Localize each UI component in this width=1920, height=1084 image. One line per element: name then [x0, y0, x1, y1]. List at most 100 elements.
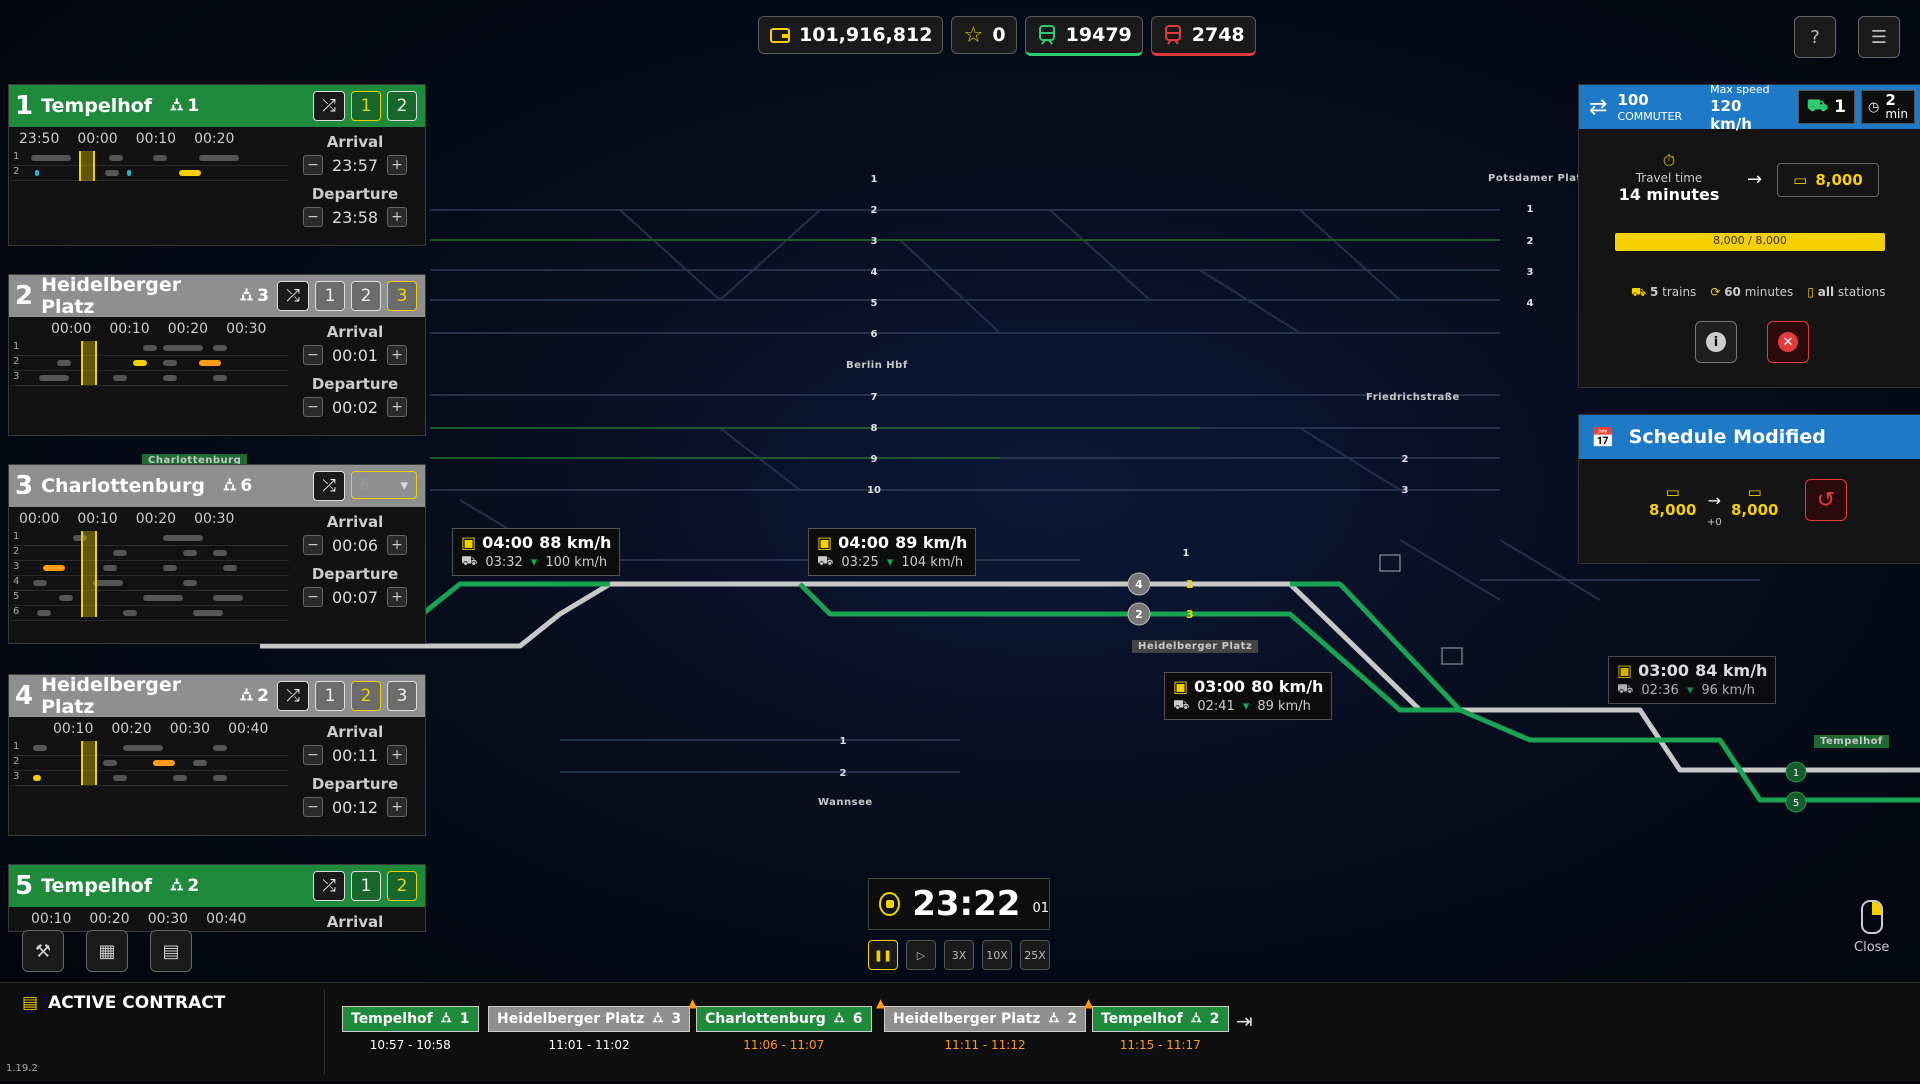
stations-value: all: [1817, 285, 1835, 299]
arrival-increment-button[interactable]: +: [386, 345, 407, 365]
platform-timeline[interactable]: 1 2: [13, 151, 289, 181]
play-button[interactable]: ▷: [906, 940, 936, 970]
reward-box: ▭8,000: [1777, 163, 1879, 197]
schedule-card-3[interactable]: 3 Charlottenburg ⛼6 ⤮ 6▾ 00:00 00:10 00:…: [8, 464, 426, 644]
platform-button-1[interactable]: 1: [315, 281, 345, 311]
time-tick: 23:50: [19, 131, 60, 147]
document-tool-button[interactable]: ▤: [150, 930, 192, 972]
arrival-increment-button[interactable]: +: [386, 745, 407, 765]
contract-stop-box: Tempelhof⛼2: [1092, 1006, 1229, 1032]
arrival-time: 00:06: [331, 535, 379, 555]
platform-timeline[interactable]: 1 2 3: [13, 741, 289, 786]
map-label-tempelhof[interactable]: Tempelhof: [1814, 735, 1889, 748]
close-control[interactable]: Close: [1854, 900, 1889, 955]
svg-text:1: 1: [1527, 204, 1534, 215]
current-time-marker: [81, 741, 97, 785]
speed-10x-button[interactable]: 10X: [982, 940, 1012, 970]
help-button[interactable]: ?: [1794, 16, 1836, 58]
platform-timeline[interactable]: 1 2 3 4 5 6: [13, 531, 289, 621]
contract-stop-5[interactable]: ▲ Tempelhof⛼2 11:15 - 11:17: [1084, 996, 1229, 1052]
map-label-friedrichstrasse[interactable]: Friedrichstraße: [1366, 392, 1460, 403]
time-tick: 00:20: [111, 721, 152, 737]
platform-button-2[interactable]: 2: [387, 91, 417, 121]
timeline-times: 00:10 00:20 00:30 00:40: [53, 721, 268, 737]
departure-decrement-button[interactable]: −: [303, 397, 323, 417]
map-label-berlin-hbf[interactable]: Berlin Hbf: [846, 360, 908, 371]
contract-stop-2[interactable]: Heidelberger Platz⛼3 11:01 - 11:02: [488, 1006, 691, 1052]
contract-stop-4[interactable]: ▲ Heidelberger Platz⛼2 11:11 - 11:12: [876, 996, 1087, 1052]
clock-icon: ◷: [1868, 99, 1880, 115]
platform-button-1[interactable]: 1: [351, 91, 381, 121]
svg-text:1: 1: [1793, 768, 1799, 779]
platform-dropdown[interactable]: 6▾: [351, 471, 417, 499]
platform-button-2[interactable]: 2: [387, 871, 417, 901]
current-time-marker: [81, 531, 97, 617]
map-label-heidelberger-platz[interactable]: Heidelberger Platz: [1132, 640, 1259, 653]
info-button[interactable]: i: [1695, 321, 1737, 363]
contract-stop-3[interactable]: ▲ Charlottenburg⛼6 11:06 - 11:07: [688, 996, 872, 1052]
speed-3x-button[interactable]: 3X: [944, 940, 974, 970]
speed-25x-button[interactable]: 25X: [1020, 940, 1050, 970]
arrival-decrement-button[interactable]: −: [303, 745, 323, 765]
game-clock: 23:22 01: [868, 878, 1050, 930]
map-label-charlottenburg[interactable]: Charlottenburg: [142, 454, 248, 467]
departure-decrement-button[interactable]: −: [303, 587, 323, 607]
map-label-wannsee[interactable]: Wannsee: [818, 797, 873, 808]
arrival-increment-button[interactable]: +: [386, 155, 407, 175]
schedule-card-1[interactable]: 1 Tempelhof ⛼1 ⤮ 1 2 23:50 00:00 00:10 0…: [8, 84, 426, 246]
schedule-modified-panel: 📅 Schedule Modified ▭8,000 →+0 ▭8,000 ↺: [1578, 414, 1920, 564]
platform-timeline[interactable]: 1 2 3: [13, 341, 289, 386]
calendar-icon: ▣: [1173, 677, 1189, 696]
arrival-decrement-button[interactable]: −: [303, 345, 323, 365]
platform-button-3[interactable]: 3: [387, 681, 417, 711]
chip-tool-button[interactable]: ▦: [86, 930, 128, 972]
menu-button[interactable]: ☰: [1858, 16, 1900, 58]
shuffle-button[interactable]: ⤮: [277, 281, 309, 311]
tooltip-sub-time: 03:25: [841, 555, 879, 570]
departure-increment-button[interactable]: +: [386, 207, 407, 227]
shuffle-button[interactable]: ⤮: [313, 91, 345, 121]
schedule-card-4[interactable]: 4 Heidelberger Platz ⛼2 ⤮ 1 2 3 00:10 00…: [8, 674, 426, 836]
platform-button-2[interactable]: 2: [351, 681, 381, 711]
departure-decrement-button[interactable]: −: [303, 797, 323, 817]
shuffle-button[interactable]: ⤮: [277, 681, 309, 711]
skip-to-end-icon[interactable]: ⇥: [1236, 1009, 1253, 1033]
pause-button[interactable]: ❚❚: [868, 940, 898, 970]
platform-button-1[interactable]: 1: [351, 871, 381, 901]
arrival-decrement-button[interactable]: −: [303, 535, 323, 555]
shuffle-button[interactable]: ⤮: [313, 871, 345, 901]
departure-decrement-button[interactable]: −: [303, 207, 323, 227]
shuffle-button[interactable]: ⤮: [313, 471, 345, 501]
arrival-decrement-button[interactable]: −: [303, 155, 323, 175]
route-summary: ⛟ 5 trains ⟳ 60 minutes ▯ all stations: [1631, 285, 1885, 301]
train-icon: ⛟: [1631, 285, 1647, 299]
schedule-card-5[interactable]: 5 Tempelhof ⛼2 ⤮ 1 2 00:10 00:20 00:30 0…: [8, 864, 426, 932]
train-count: 1: [1834, 97, 1847, 117]
platform-button-1[interactable]: 1: [315, 681, 345, 711]
delete-train-button[interactable]: ✕: [1767, 321, 1809, 363]
arrival-increment-button[interactable]: +: [386, 535, 407, 555]
undo-button[interactable]: ↺: [1805, 479, 1847, 521]
departure-increment-button[interactable]: +: [386, 587, 407, 607]
timeline-row: 1: [13, 741, 289, 756]
departure-increment-button[interactable]: +: [386, 797, 407, 817]
schedule-card-2[interactable]: 2 Heidelberger Platz ⛼3 ⤮ 1 2 3 00:00 00…: [8, 274, 426, 436]
map-label-potsdamer-platz[interactable]: Potsdamer Platz: [1488, 173, 1589, 184]
reward-change: →+0: [1707, 491, 1722, 529]
platform-button-3[interactable]: 3: [387, 281, 417, 311]
platform-button-2[interactable]: 2: [351, 281, 381, 311]
train-count-button[interactable]: ⛟1: [1797, 90, 1856, 124]
time-tick: 00:10: [109, 321, 150, 337]
play-icon: ▷: [916, 948, 926, 962]
tooltip-sub-speed: 100 km/h: [545, 555, 608, 570]
departure-increment-button[interactable]: +: [386, 397, 407, 417]
contract-stop-1[interactable]: Tempelhof⛼1 10:57 - 10:58: [342, 1006, 479, 1052]
station-name: Charlottenburg: [41, 475, 205, 497]
construction-tool-button[interactable]: ⚒: [22, 930, 64, 972]
